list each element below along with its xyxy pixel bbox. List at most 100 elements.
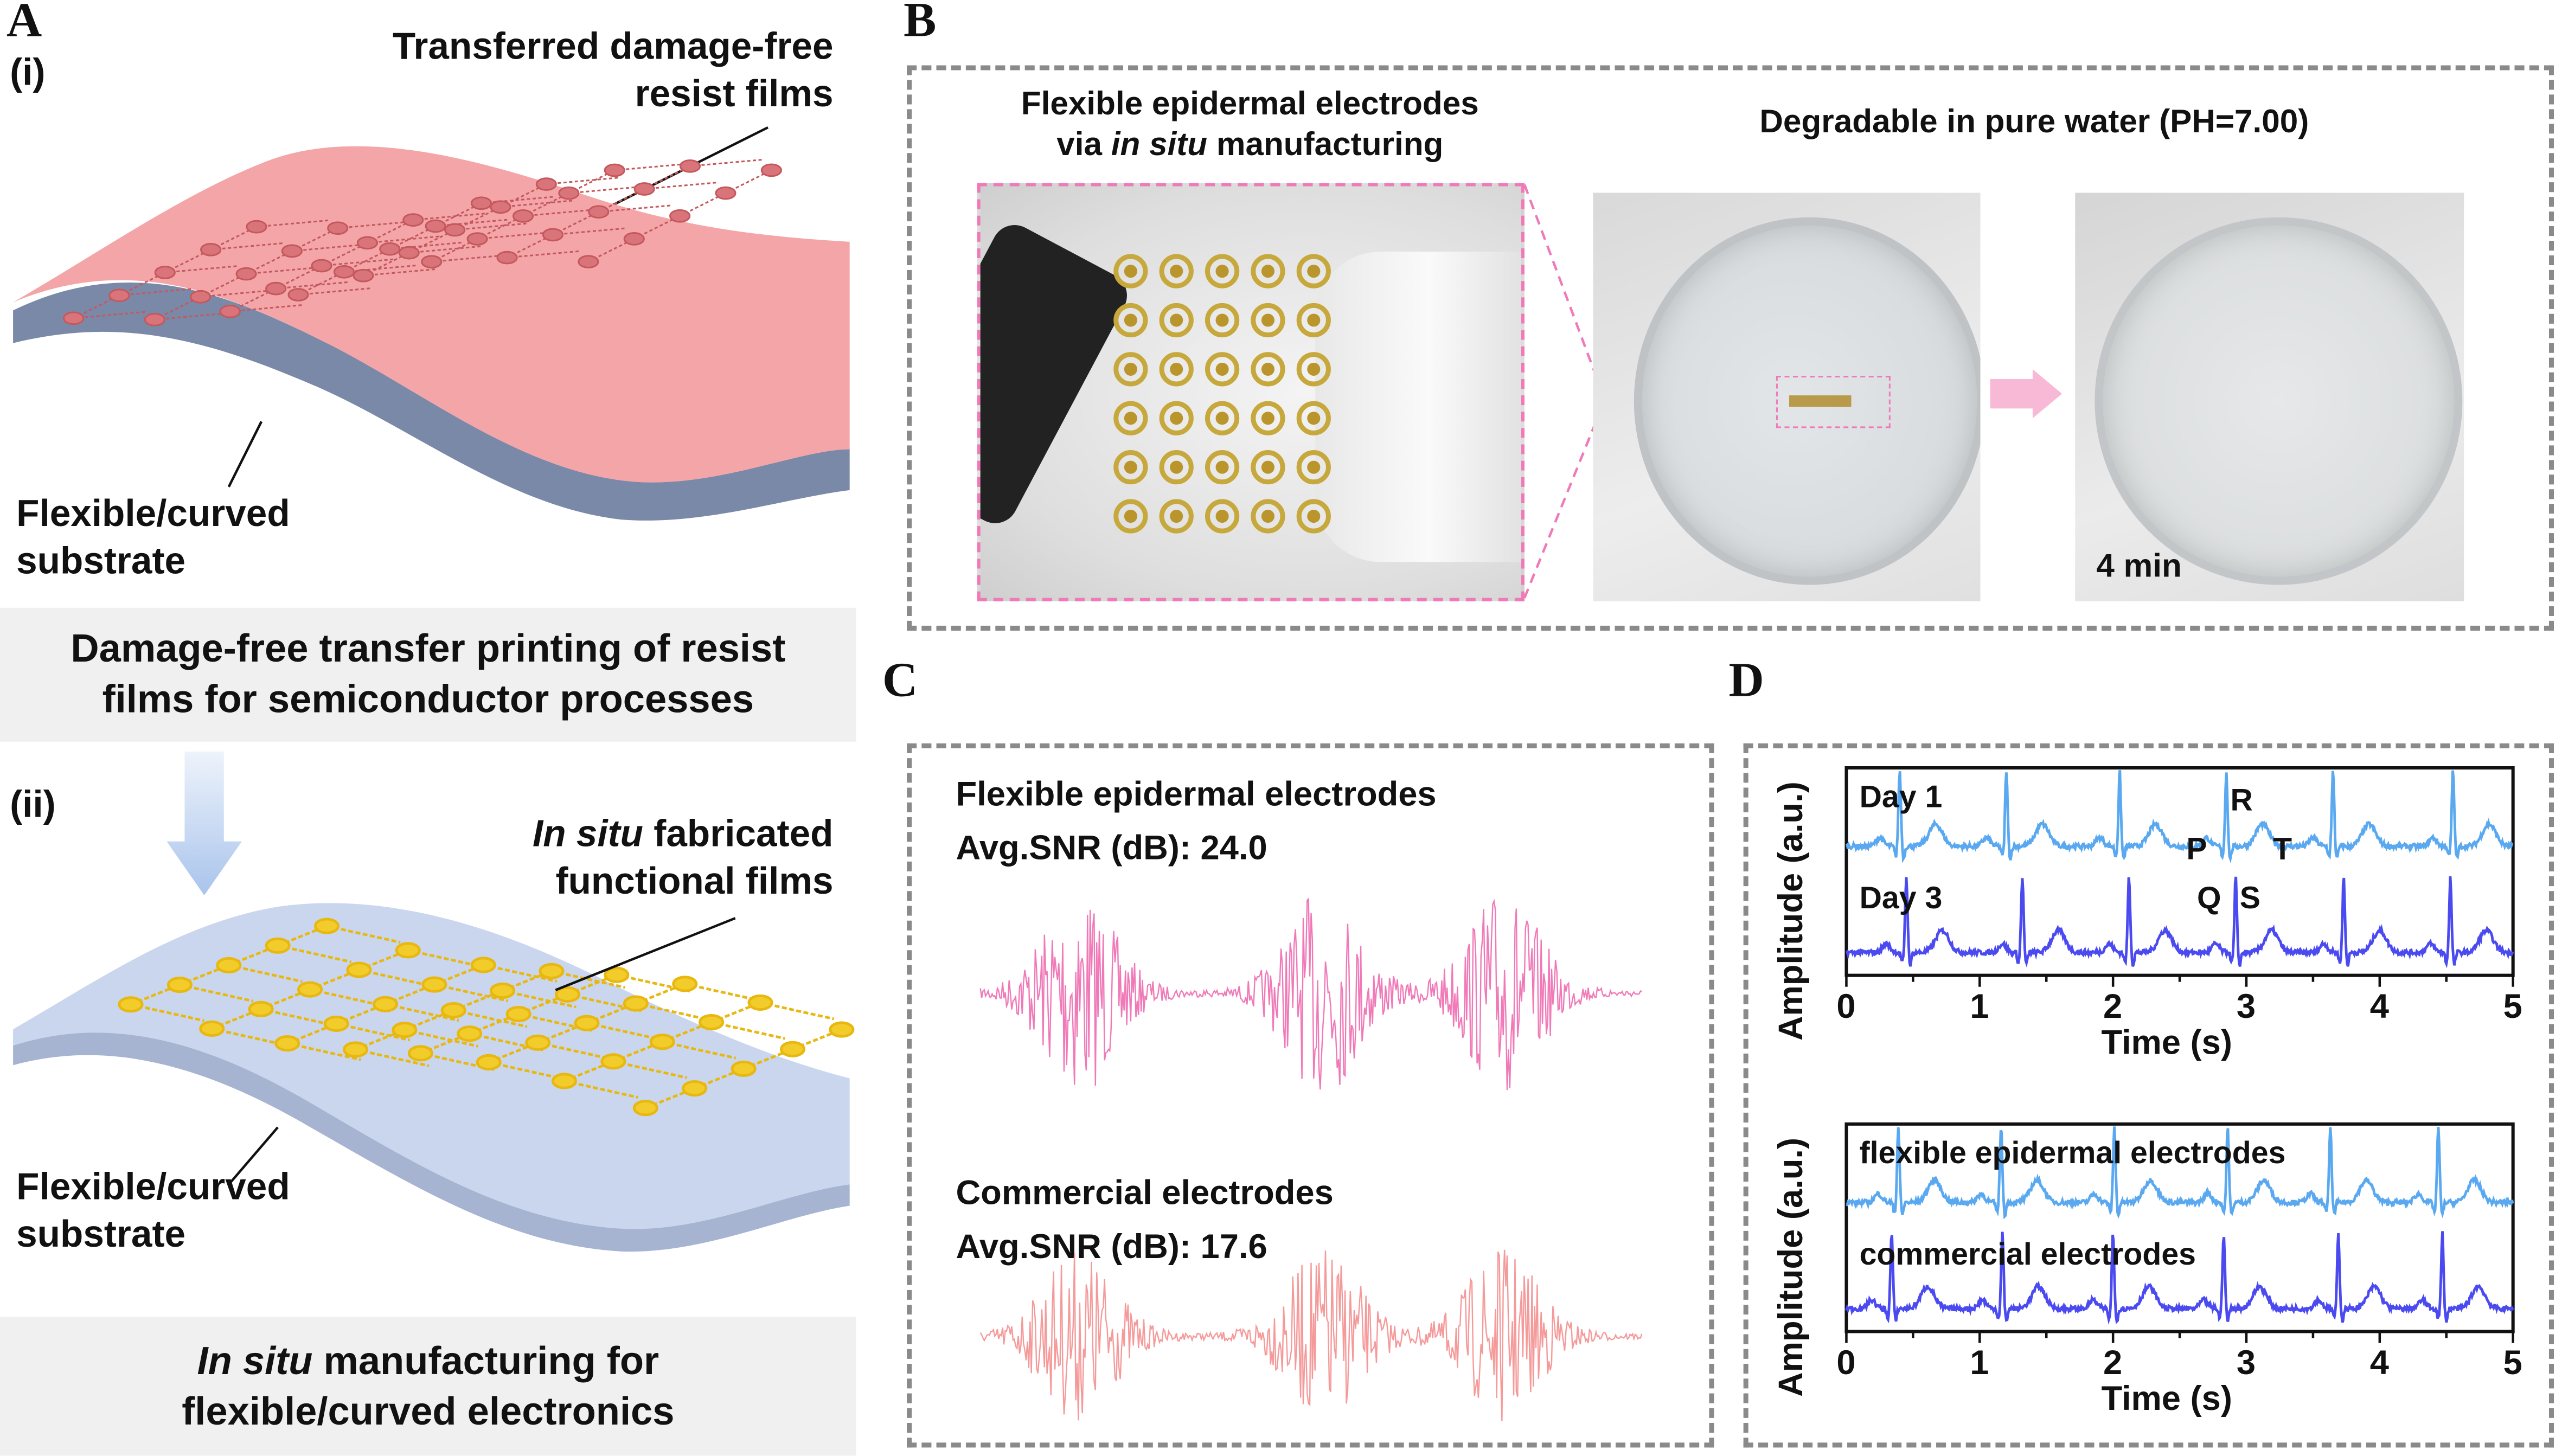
interconnect <box>662 1040 736 1060</box>
title-line: Flexible epidermal electrodes <box>1021 86 1479 123</box>
pad <box>623 232 645 246</box>
signal2-trace <box>979 1249 1643 1421</box>
mesh-cell <box>1205 450 1240 485</box>
interconnect <box>246 266 320 275</box>
mesh-pad <box>1124 313 1137 327</box>
mesh-pad <box>1215 412 1229 425</box>
title-line: via in situ manufacturing <box>956 126 1544 166</box>
substrate-edge <box>13 1032 850 1252</box>
mesh-cell <box>1296 254 1331 288</box>
mesh-cell <box>1296 303 1331 338</box>
interconnect <box>551 970 626 989</box>
mesh-cell <box>1159 352 1194 387</box>
interconnect <box>367 235 441 244</box>
series-label: commercial electrodes <box>1859 1238 2196 1273</box>
interconnect <box>155 312 229 320</box>
interconnect <box>711 1021 785 1040</box>
mesh-pad <box>1261 509 1274 523</box>
x-tick-label: 0 <box>1836 1344 1856 1382</box>
mesh-pad <box>1261 412 1274 425</box>
interconnect <box>404 1028 478 1048</box>
x-tick-label: 5 <box>2503 988 2522 1027</box>
signal-name: Commercial electrodes <box>956 1175 1334 1213</box>
pad <box>574 1015 600 1031</box>
pad <box>649 1034 675 1050</box>
interconnect <box>483 964 558 983</box>
pad <box>535 177 557 191</box>
step2-substrate-label: Flexible/curved substrate <box>16 1163 290 1258</box>
caption-em: In situ <box>197 1339 313 1384</box>
interconnect <box>523 208 597 217</box>
mesh-pad <box>1215 509 1229 523</box>
ecg-chart-2 <box>1844 1122 2515 1343</box>
pad <box>604 966 630 983</box>
pad <box>558 186 580 200</box>
mesh-cell <box>1296 499 1331 534</box>
panel-c-label: C <box>882 653 918 708</box>
pad <box>747 994 773 1011</box>
interconnect <box>212 1027 286 1047</box>
wave-annotation-R: R <box>2230 784 2253 819</box>
zoom-lines <box>1523 184 1596 599</box>
interconnect <box>210 242 285 251</box>
mesh-cell <box>1159 450 1194 485</box>
panel-b-title-1: Flexible epidermal electrodes via in sit… <box>956 85 1544 167</box>
y-axis-label: Amplitude (a.u.) <box>1772 1137 1811 1397</box>
caption-line: In situ manufacturing for <box>0 1336 856 1387</box>
ecg-charts <box>1844 766 2515 1343</box>
pad <box>373 996 399 1012</box>
interconnect <box>260 1008 335 1027</box>
interconnect <box>277 944 352 964</box>
interconnect <box>546 176 620 185</box>
pad <box>554 986 580 1003</box>
wave-annotation-S: S <box>2239 882 2260 917</box>
pad <box>679 159 701 173</box>
pad <box>542 228 564 242</box>
pad <box>490 982 516 999</box>
interconnect <box>690 158 764 167</box>
pad <box>323 1015 349 1032</box>
pad <box>539 963 565 979</box>
interconnect <box>337 221 412 229</box>
callout-line: functional films <box>555 859 834 902</box>
interconnect <box>563 1080 638 1099</box>
mesh-pad <box>1307 412 1321 425</box>
signal1-trace <box>979 897 1642 1091</box>
pad <box>699 1014 725 1031</box>
pad <box>392 1022 418 1038</box>
interconnect <box>119 288 193 297</box>
substrate-shape <box>13 903 850 1229</box>
callout-line <box>227 421 263 488</box>
dish-photo-after: 4 min <box>2075 193 2464 601</box>
mesh-cell <box>1296 401 1331 435</box>
pad <box>342 1041 368 1058</box>
ecg-chart-1 <box>1844 766 2515 987</box>
wave-annotation-P: P <box>2186 833 2207 868</box>
pad <box>166 977 193 993</box>
pad <box>715 186 736 200</box>
x-tick-label: 4 <box>2369 988 2389 1027</box>
interconnect <box>165 265 239 274</box>
mesh-cell <box>1205 303 1240 338</box>
interconnect <box>413 213 487 221</box>
series-0-trace <box>1845 769 2514 864</box>
mesh-cell <box>1251 450 1285 485</box>
interconnect <box>488 1061 563 1080</box>
label-line: substrate <box>16 1212 186 1255</box>
pad <box>108 288 130 303</box>
pad <box>190 290 212 304</box>
down-arrow-icon <box>166 751 242 896</box>
series-1-trace <box>1845 876 2514 968</box>
pad <box>287 288 309 302</box>
pad <box>470 196 492 210</box>
mesh-pad <box>1261 460 1274 474</box>
pad <box>444 223 466 237</box>
pad <box>421 255 443 269</box>
interconnect <box>635 1002 710 1022</box>
pad <box>466 232 488 246</box>
panel-b-frame <box>907 65 2554 631</box>
pad <box>333 265 355 279</box>
mesh-pad <box>1307 509 1321 523</box>
callout-em: In situ <box>532 812 644 855</box>
